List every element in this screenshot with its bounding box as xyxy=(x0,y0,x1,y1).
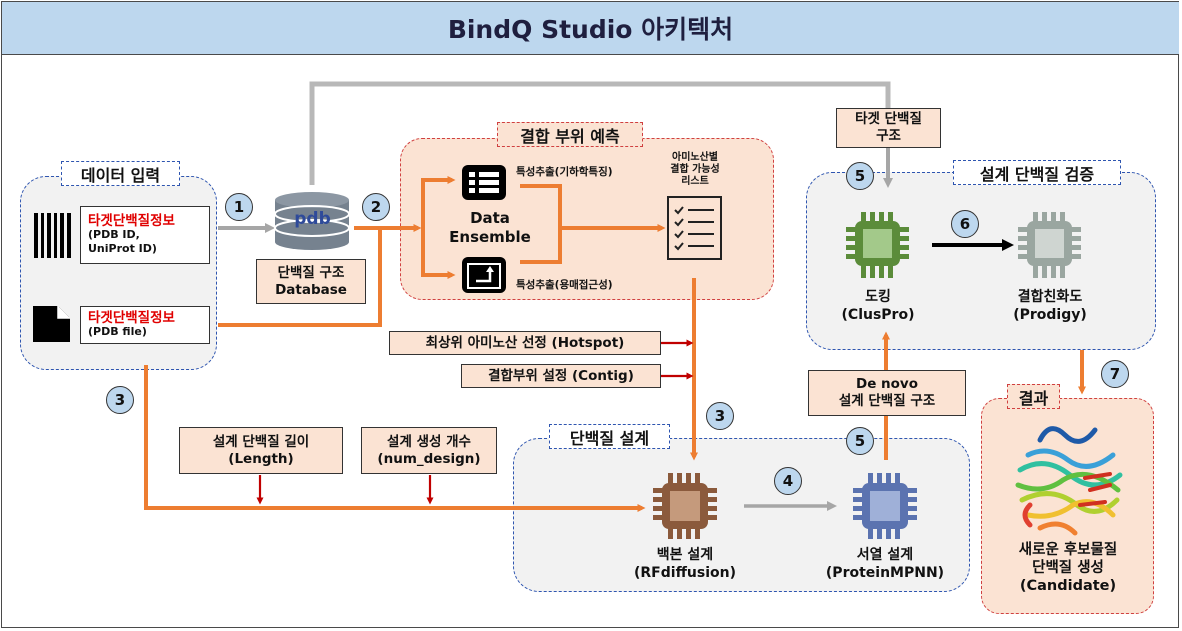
checklist-icon xyxy=(667,196,722,260)
docking-line1: 도킹 xyxy=(865,289,891,305)
ensemble-line2: Ensemble xyxy=(449,228,531,246)
target-ids-line-2: UniProt ID) xyxy=(88,242,157,255)
target-structure-line2: 구조 xyxy=(876,128,901,144)
num-design-box: 설계 생성 개수 (num_design) xyxy=(361,427,497,474)
validation-section-label: 설계 단백질 검증 xyxy=(953,160,1121,185)
target-structure-line1: 타겟 단백질 xyxy=(855,111,922,127)
length-line1: 설계 단백질 길이 xyxy=(212,433,310,450)
chip-icon-sequence xyxy=(853,473,917,539)
barcode-icon xyxy=(34,213,71,258)
list-label-line3: 리스트 xyxy=(681,176,709,187)
result-line3: (Candidate) xyxy=(1019,578,1117,594)
target-structure-box: 타겟 단백질 구조 xyxy=(836,108,941,148)
affinity-label: 결합친화도 (Prodigy) xyxy=(1000,288,1100,324)
target-info-title-1: 타겟단백질정보 xyxy=(88,213,175,229)
sequence-line2: (ProteinMPNN) xyxy=(825,565,945,581)
database-label-line2: Database xyxy=(275,281,347,298)
affinity-line1: 결합친화도 xyxy=(1017,289,1083,305)
result-section-label: 결과 xyxy=(1007,384,1060,409)
target-info-box-2: 타겟단백질정보 (PDB file) xyxy=(80,306,210,344)
affinity-line2: (Prodigy) xyxy=(1013,307,1087,323)
denovo-line1: De novo xyxy=(855,376,919,392)
denovo-box: De novo 설계 단백질 구조 xyxy=(808,370,966,416)
database-pdb-text: pdb xyxy=(294,209,331,229)
list-label-line2: 결합 가능성 xyxy=(670,164,720,175)
list-label: 아미노산별 결합 가능성 리스트 xyxy=(655,152,735,188)
result-line2: 단백질 생성 xyxy=(1032,560,1104,576)
hotspot-box: 최상위 아미노산 선정 (Hotspot) xyxy=(389,331,661,355)
step-7-badge: 7 xyxy=(1101,360,1129,388)
design-section-label: 단백질 설계 xyxy=(549,424,670,449)
result-line1: 새로운 후보물질 xyxy=(1018,542,1118,558)
file-icon xyxy=(33,306,70,342)
table-icon xyxy=(462,165,506,200)
target-info-box-1: 타겟단백질정보 (PDB ID, UniProt ID) xyxy=(80,206,210,264)
step-5-badge-bottom: 5 xyxy=(846,427,874,455)
title-banner: BindQ Studio 아키텍처 xyxy=(2,2,1179,55)
num-design-line2: (num_design) xyxy=(377,450,481,467)
step-1-badge: 1 xyxy=(225,193,253,221)
target-ids-line-1: (PDB ID, xyxy=(88,228,140,241)
result-label: 새로운 후보물질 단백질 생성 (Candidate) xyxy=(990,541,1146,595)
step-3-badge-left: 3 xyxy=(106,386,134,414)
docking-line2: (ClusPro) xyxy=(841,307,915,323)
database-label-box: 단백질 구조 Database xyxy=(256,259,366,304)
target-info-title-2: 타겟단백질정보 xyxy=(88,310,175,326)
protein-structure-icon xyxy=(1015,426,1123,536)
sequence-line1: 서열 설계 xyxy=(856,547,914,563)
docking-label: 도킹 (ClusPro) xyxy=(830,288,926,324)
data-ensemble-label: Data Ensemble xyxy=(445,209,535,247)
chip-icon-docking xyxy=(846,212,909,278)
sequence-design-label: 서열 설계 (ProteinMPNN) xyxy=(822,546,948,582)
feature-geometry-label: 특성추출(기하학특징) xyxy=(516,166,613,178)
binding-section-label: 결합 부위 예측 xyxy=(497,122,643,147)
target-file-label: (PDB file) xyxy=(88,325,147,338)
step-2-badge: 2 xyxy=(362,193,390,221)
ensemble-line1: Data xyxy=(470,209,510,227)
backbone-design-label: 백본 설계 (RFdiffusion) xyxy=(630,546,740,582)
list-label-line1: 아미노산별 xyxy=(672,152,718,163)
feature-solvent-label: 특성추출(용매접근성) xyxy=(516,279,613,291)
refresh-box-icon xyxy=(462,257,506,293)
step-4-badge: 4 xyxy=(774,467,802,495)
database-label-line1: 단백질 구조 xyxy=(277,264,345,281)
step-6-badge: 6 xyxy=(951,210,979,238)
length-box: 설계 단백질 길이 (Length) xyxy=(179,427,343,474)
backbone-line1: 백본 설계 xyxy=(656,547,714,563)
contig-box: 결합부위 설정 (Contig) xyxy=(461,364,661,388)
length-line2: (Length) xyxy=(228,450,294,467)
diagram-title: BindQ Studio 아키텍처 xyxy=(447,15,734,44)
num-design-line1: 설계 생성 개수 xyxy=(387,433,471,450)
step-3-badge-right: 3 xyxy=(706,402,734,430)
database-icon xyxy=(274,192,350,250)
step-5-badge-top: 5 xyxy=(846,162,874,190)
denovo-line2: 설계 단백질 구조 xyxy=(838,393,936,409)
chip-icon-backbone xyxy=(653,473,717,539)
chip-icon-affinity xyxy=(1018,212,1081,278)
backbone-line2: (RFdiffusion) xyxy=(634,565,736,581)
input-section-label: 데이터 입력 xyxy=(61,161,180,186)
